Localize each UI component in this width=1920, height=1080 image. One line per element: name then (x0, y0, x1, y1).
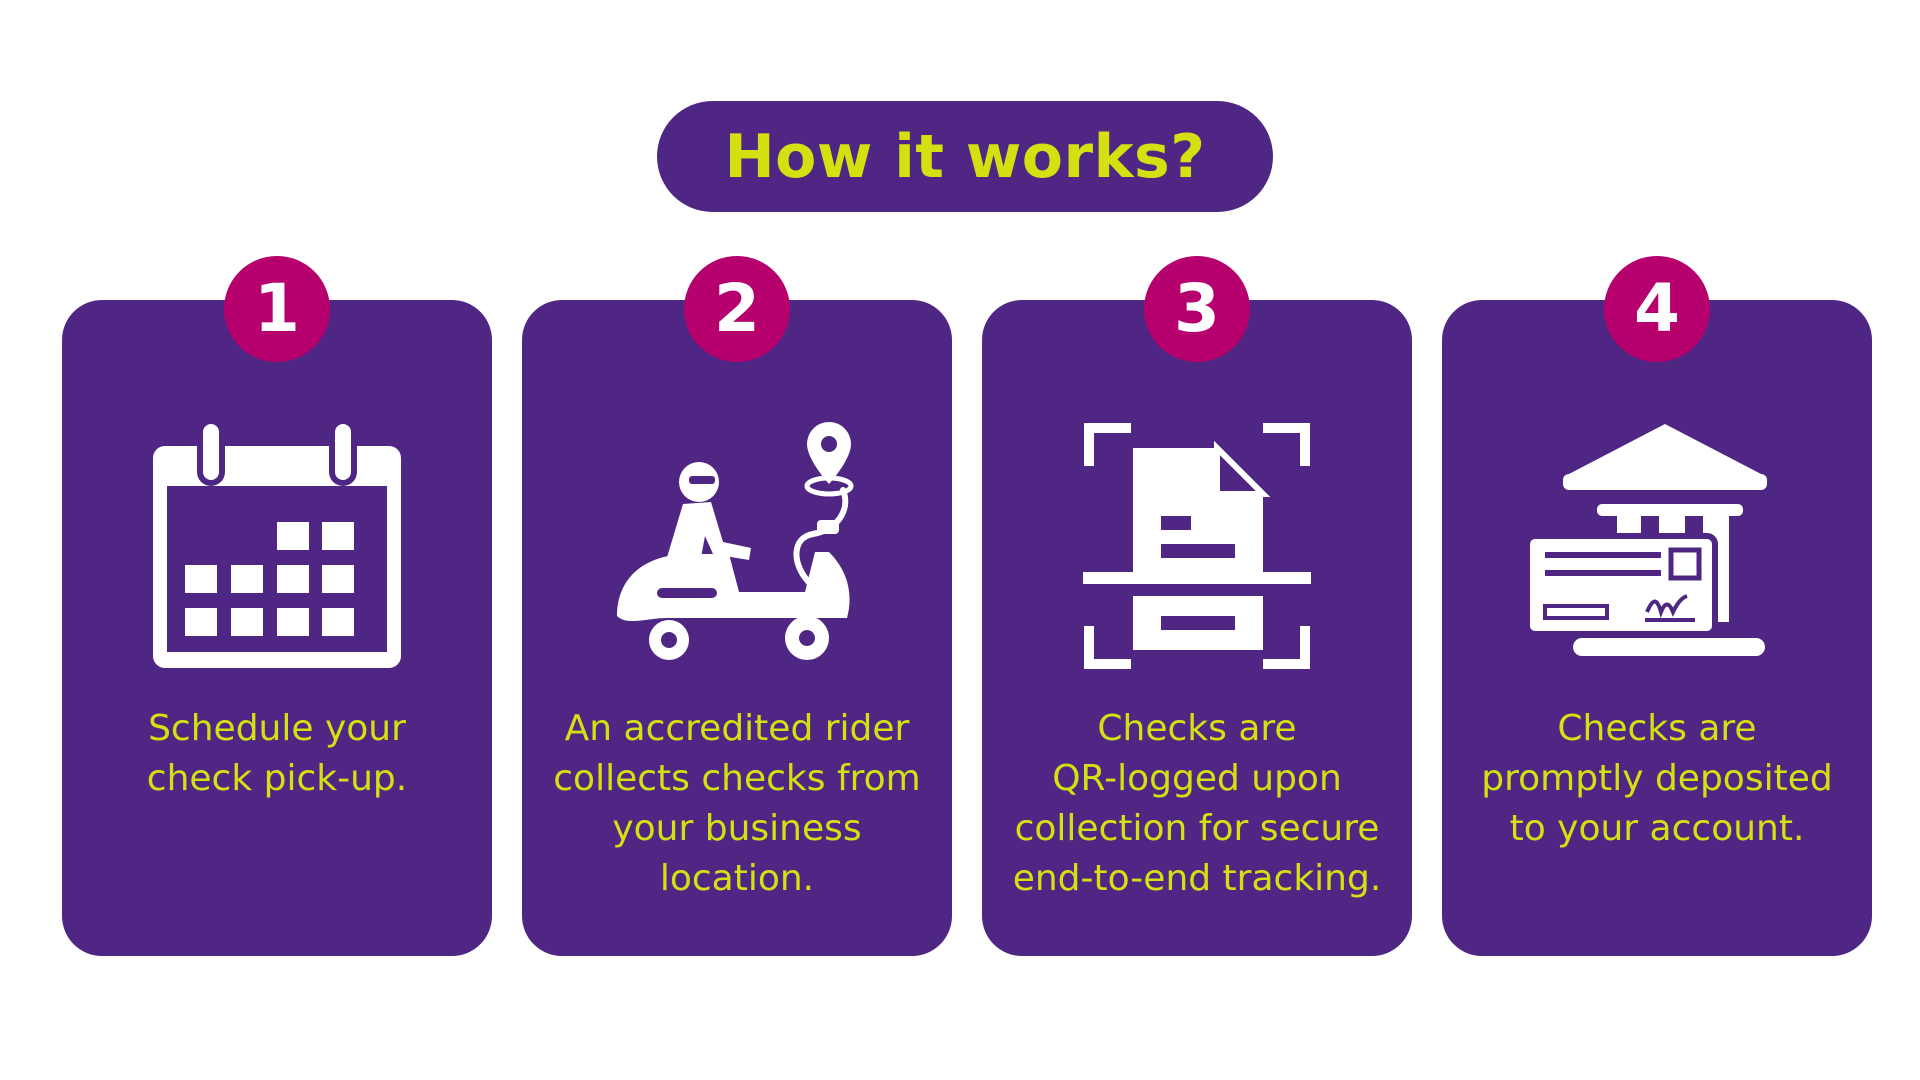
page-title: How it works? (724, 121, 1206, 192)
description-line: Checks are (1097, 708, 1297, 749)
step-card-1: Schedule your check pick-up. (62, 300, 492, 956)
scooter-rider-location-icon (617, 422, 854, 660)
step-description-4: Checks are promptly deposited to your ac… (1442, 704, 1872, 854)
step-description-1: Schedule your check pick-up. (62, 704, 492, 804)
description-line: collection for secure (1014, 808, 1380, 849)
step-badge-3: 3 (1144, 256, 1250, 362)
description-line: location. (659, 858, 815, 899)
step-badge-1: 1 (224, 256, 330, 362)
description-line: Checks are (1557, 708, 1757, 749)
step-description-3: Checks are QR-logged upon collection for… (982, 704, 1412, 904)
step-number: 1 (254, 270, 300, 347)
step-number: 3 (1174, 270, 1220, 347)
description-line: your business (612, 808, 862, 849)
description-line: An accredited rider (564, 708, 910, 749)
calendar-icon (153, 420, 401, 668)
document-scan-icon (1083, 423, 1311, 669)
description-line: to your account. (1509, 808, 1805, 849)
step-card-2: An accredited rider collects checks from… (522, 300, 952, 956)
title-banner: How it works? (657, 101, 1273, 212)
step-card-3: Checks are QR-logged upon collection for… (982, 300, 1412, 956)
step-card-4: Checks are promptly deposited to your ac… (1442, 300, 1872, 956)
description-line: promptly deposited (1481, 758, 1833, 799)
step-number: 2 (714, 270, 760, 347)
description-line: end-to-end tracking. (1012, 858, 1382, 899)
step-badge-2: 2 (684, 256, 790, 362)
description-line: QR-logged upon (1052, 758, 1342, 799)
bank-check-icon (1527, 424, 1767, 656)
description-line: Schedule your (148, 708, 406, 749)
step-description-2: An accredited rider collects checks from… (522, 704, 952, 904)
step-badge-4: 4 (1604, 256, 1710, 362)
description-line: check pick-up. (146, 758, 408, 799)
step-number: 4 (1634, 270, 1680, 347)
description-line: collects checks from (553, 758, 921, 799)
